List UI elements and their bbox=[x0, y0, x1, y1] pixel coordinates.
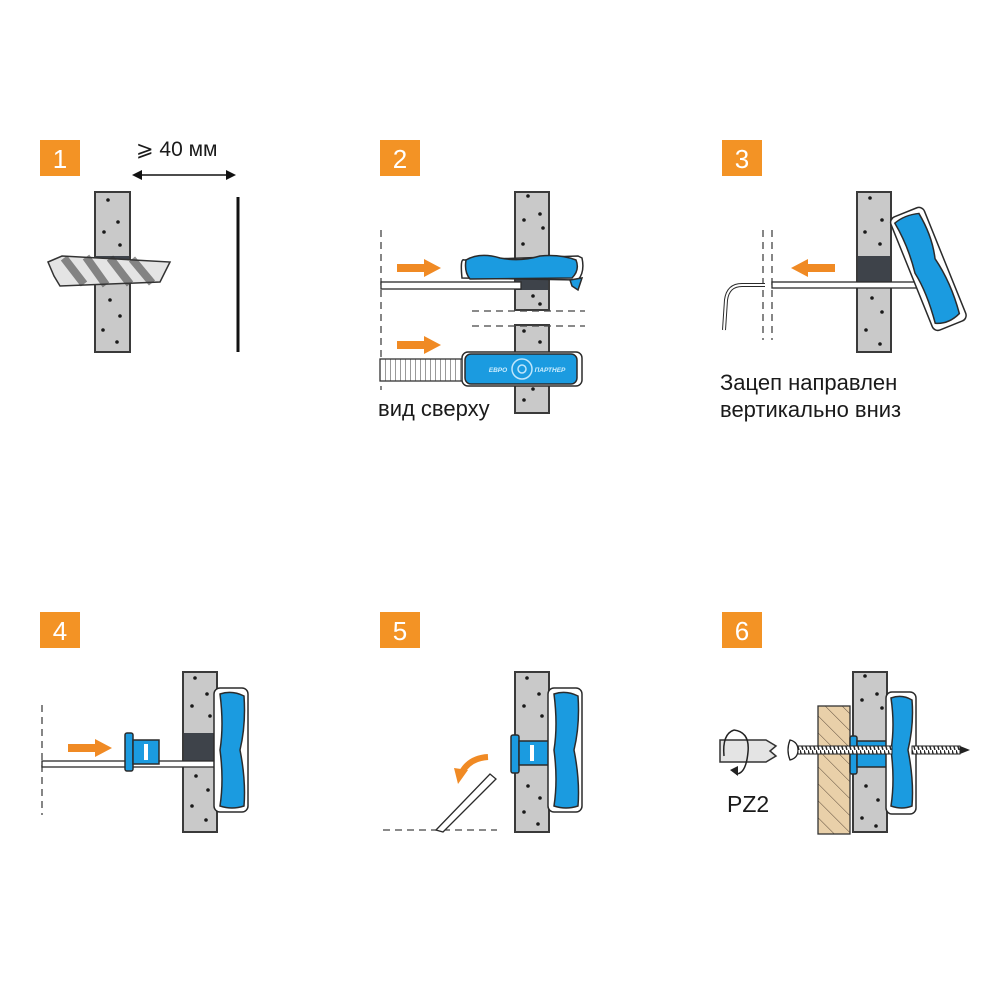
screw-icon bbox=[787, 739, 970, 761]
logo-text-right: ПАРТНЕР bbox=[535, 367, 566, 374]
rod bbox=[380, 281, 522, 290]
logo-text-left: ЕВРО bbox=[489, 367, 507, 374]
wall bbox=[182, 671, 218, 833]
drill-bit-icon bbox=[47, 254, 172, 288]
step-5: 5 bbox=[380, 612, 583, 833]
toggle-anchor-open bbox=[213, 687, 249, 813]
step-6: 6 PZ2 bbox=[719, 612, 970, 835]
toggle-anchor-tilted bbox=[889, 206, 967, 332]
wooden-fixture bbox=[817, 705, 851, 835]
wall bbox=[856, 191, 892, 353]
step-caption: вид сверху bbox=[378, 396, 490, 421]
ribbed-strap bbox=[379, 358, 469, 382]
pull-arrow-icon bbox=[791, 259, 835, 277]
step-badge bbox=[40, 612, 80, 648]
locking-cap bbox=[124, 732, 160, 772]
step-number: 3 bbox=[735, 144, 749, 174]
hook-rod bbox=[722, 283, 765, 331]
locking-cap bbox=[510, 734, 550, 774]
step-badge bbox=[40, 140, 80, 176]
step-number: 2 bbox=[393, 144, 407, 174]
bend-arrow-icon bbox=[454, 754, 489, 784]
bit-label: PZ2 bbox=[727, 791, 769, 817]
step-number: 5 bbox=[393, 616, 407, 646]
screwdriver-bit-icon bbox=[719, 729, 778, 776]
toggle-anchor-open bbox=[547, 687, 583, 813]
step-badge bbox=[722, 612, 762, 648]
step-caption-line1: Зацеп направлен bbox=[720, 370, 897, 395]
step-2: 2 ЕВРО ПАРТНЕР вид сверху bbox=[378, 140, 585, 421]
push-arrow-icon bbox=[68, 739, 112, 757]
step-4: 4 bbox=[40, 612, 249, 833]
dimension-arrow bbox=[132, 170, 236, 180]
broken-rod bbox=[434, 773, 497, 833]
toggle-anchor-top: ЕВРО ПАРТНЕР bbox=[461, 351, 583, 387]
step-number: 4 bbox=[53, 616, 67, 646]
step-badge bbox=[722, 140, 762, 176]
toggle-anchor-side bbox=[460, 254, 584, 292]
rotate-arrow-icon bbox=[733, 729, 749, 775]
push-arrow-icon bbox=[397, 259, 441, 277]
push-arrow-icon bbox=[397, 336, 441, 354]
step-badge bbox=[380, 140, 420, 176]
step-3: 3 Зацеп направлен вертикально вниз bbox=[720, 140, 967, 422]
step-1: 1 ⩾ 40 мм bbox=[40, 138, 240, 353]
rod bbox=[771, 281, 921, 289]
step-number: 1 bbox=[53, 144, 67, 174]
step-badge bbox=[380, 612, 420, 648]
brand-logo-icon bbox=[511, 358, 533, 380]
step-number: 6 bbox=[735, 616, 749, 646]
step-caption-line2: вертикально вниз bbox=[720, 397, 901, 422]
dimension-label: ⩾ 40 мм bbox=[136, 138, 218, 161]
